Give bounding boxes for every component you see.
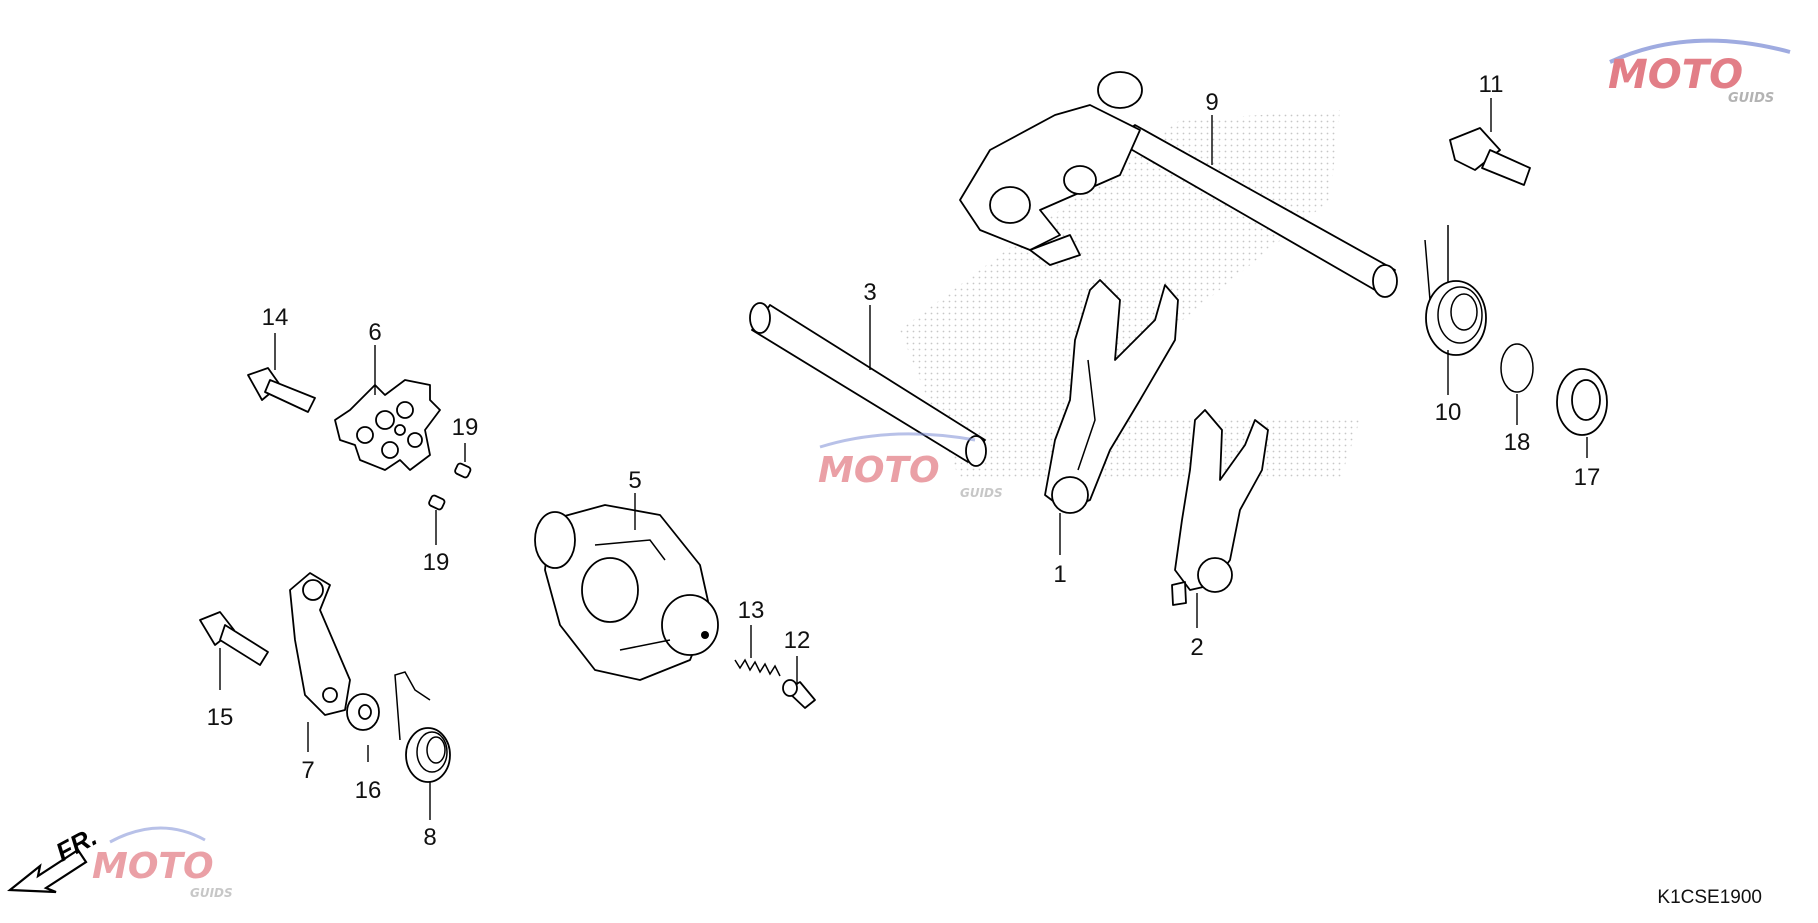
watermark-center: MOTO GUIDS [818,432,1003,500]
pin-part-12[interactable] [782,679,816,709]
callout-8[interactable]: 8 [423,824,436,851]
shift-drum-part-5[interactable] [534,504,719,681]
return-spring-part-8[interactable] [394,671,451,783]
bolt-part-15[interactable] [199,611,269,666]
bolt-part-14[interactable] [247,367,316,413]
callout-14[interactable]: 14 [262,304,289,331]
callout-18[interactable]: 18 [1504,429,1531,456]
shift-fork-part-1[interactable] [1044,279,1179,514]
callout-19a[interactable]: 19 [452,414,479,441]
washer-part-17[interactable] [1556,368,1608,436]
callout-19b[interactable]: 19 [423,549,450,576]
callout-12[interactable]: 12 [784,627,811,654]
watermark-brand-bottom: MOTO [92,846,214,887]
callout-2[interactable]: 2 [1190,634,1203,661]
callout-13[interactable]: 13 [738,597,765,624]
callout-17[interactable]: 17 [1574,464,1601,491]
front-indicator: FR. [7,821,102,894]
washer-part-16[interactable] [346,693,380,731]
shift-drum-center-part-6[interactable] [334,379,441,471]
callout-6[interactable]: 6 [368,319,381,346]
diagram-code: K1CSE1900 [1657,887,1762,908]
callout-11[interactable]: 11 [1479,71,1504,98]
callout-10[interactable]: 10 [1435,399,1462,426]
spring-part-10[interactable] [1424,225,1487,356]
watermark-sub-bottom: GUIDS [190,886,233,900]
shift-fork-shaft-part-3[interactable] [749,302,987,467]
watermark-top-right: MOTO GUIDS [1608,38,1791,106]
callout-15[interactable]: 15 [207,704,234,731]
snap-ring-part-18[interactable] [1500,343,1534,393]
dowel-pin-part-19-upper[interactable] [454,462,472,479]
watermark-brand-center: MOTO [818,450,940,491]
callout-labels: 1 2 3 5 6 7 8 9 10 11 12 13 14 15 16 17 … [207,71,1601,851]
callout-7[interactable]: 7 [301,757,314,784]
callout-9[interactable]: 9 [1205,89,1218,116]
front-arrow-icon [7,848,88,894]
shift-fork-part-2[interactable] [1171,409,1269,606]
watermark-sub-top: GUIDS [1728,91,1774,106]
callout-1[interactable]: 1 [1053,561,1066,588]
spring-part-13[interactable] [734,658,781,677]
callout-3[interactable]: 3 [863,279,876,306]
bolt-part-11[interactable] [1449,127,1531,186]
callout-16[interactable]: 16 [355,777,382,804]
gearshift-spindle-part-9[interactable] [959,71,1398,298]
watermark-brand-top: MOTO [1608,52,1743,98]
watermark-sub-center: GUIDS [960,486,1003,500]
dowel-pin-part-19-lower[interactable] [428,494,446,511]
callout-5[interactable]: 5 [628,467,641,494]
stopper-arm-part-7[interactable] [289,572,351,716]
background-logo [900,110,1360,480]
leader-lines [219,98,1588,820]
watermark-bottom-left: MOTO GUIDS [92,826,233,900]
